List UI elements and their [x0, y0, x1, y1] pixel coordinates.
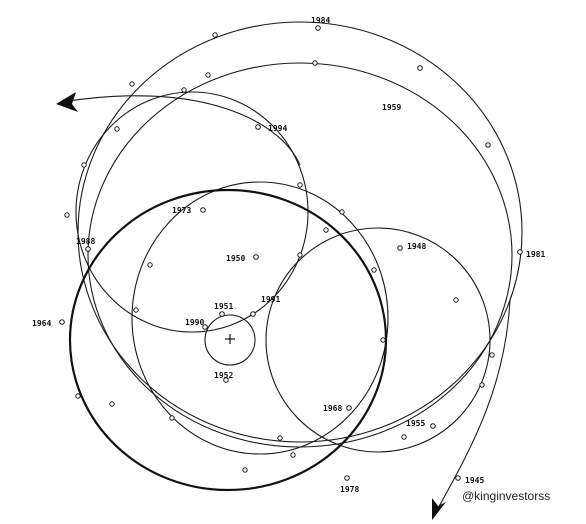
arrowhead-icon — [432, 498, 446, 520]
orbit-nodes — [59, 25, 523, 481]
year-label: 1952 — [214, 371, 233, 380]
trajectory-end-arc — [435, 299, 511, 513]
year-label: 1984 — [311, 16, 330, 25]
orbit-point — [489, 352, 495, 358]
year-label: 1991 — [261, 295, 280, 304]
orbit-point — [64, 212, 70, 218]
orbit-point — [485, 142, 491, 148]
plus-icon — [225, 334, 235, 344]
orbit-point — [380, 337, 386, 343]
watermark: @kinginvestorss — [462, 489, 550, 503]
node-1994 — [255, 124, 261, 130]
center-circle — [204, 314, 256, 366]
orbit-point — [205, 72, 211, 78]
node-1959 — [417, 65, 423, 71]
node-1955 — [430, 423, 436, 429]
node-1984 — [315, 25, 321, 31]
node-1951 — [219, 311, 225, 317]
year-label: 1951 — [214, 302, 233, 311]
orbit-outer-loop — [77, 21, 523, 443]
year-label: 1959 — [382, 103, 401, 112]
orbit-point — [312, 60, 318, 66]
year-label: 1973 — [172, 206, 191, 215]
year-label: 1978 — [340, 485, 359, 494]
year-label: 1994 — [268, 124, 287, 133]
node-1973 — [200, 207, 206, 213]
trajectory-start-arc — [61, 95, 301, 166]
node-1981 — [517, 249, 523, 255]
orbit-point — [242, 467, 248, 473]
orbit-point — [169, 415, 175, 421]
orbit-point — [109, 401, 115, 407]
orbit-point — [371, 267, 377, 273]
orbit-point — [114, 126, 120, 132]
year-label: 1990 — [185, 318, 204, 327]
year-label: 1988 — [76, 237, 95, 246]
year-label: 1968 — [323, 404, 342, 413]
node-1950 — [253, 254, 259, 260]
node-1952 — [223, 377, 229, 383]
orbit-point — [133, 307, 139, 313]
orbit-1994-loop — [75, 91, 309, 333]
orbit-1948-loop — [265, 227, 491, 453]
orbit-point — [323, 227, 329, 233]
node-1948 — [397, 245, 403, 251]
orbit-point — [277, 435, 283, 441]
orbit-point — [81, 162, 87, 168]
orbit-point — [479, 382, 485, 388]
year-label: 1948 — [407, 242, 426, 251]
orbit-point — [212, 32, 218, 38]
node-1964 — [59, 319, 65, 325]
orbit-point — [75, 393, 81, 399]
node-1991 — [250, 311, 256, 317]
node-1978 — [344, 475, 350, 481]
orbit-point — [290, 452, 296, 458]
node-1968 — [346, 405, 352, 411]
orbit-point — [453, 297, 459, 303]
node-1988 — [85, 246, 91, 252]
orbit-point — [129, 81, 135, 87]
year-label: 1945 — [465, 476, 484, 485]
node-1945 — [455, 475, 461, 481]
arrowhead-icon — [56, 92, 78, 112]
orbit-point — [297, 182, 303, 188]
orbit-bold-circle — [68, 188, 388, 492]
node-1990 — [202, 324, 208, 330]
orbit-point — [181, 87, 187, 93]
orbit-point — [339, 209, 345, 215]
orbit-point — [401, 434, 407, 440]
year-label: 1964 — [32, 319, 51, 328]
year-labels: 1984 1959 1994 1981 1973 1948 1988 1950 … — [32, 16, 545, 494]
orbit-point — [297, 252, 303, 258]
year-label: 1955 — [406, 419, 425, 428]
year-label: 1981 — [526, 250, 545, 259]
orbit-point — [147, 262, 153, 268]
orbit-1973-loop — [131, 181, 389, 455]
year-label: 1950 — [226, 254, 245, 263]
